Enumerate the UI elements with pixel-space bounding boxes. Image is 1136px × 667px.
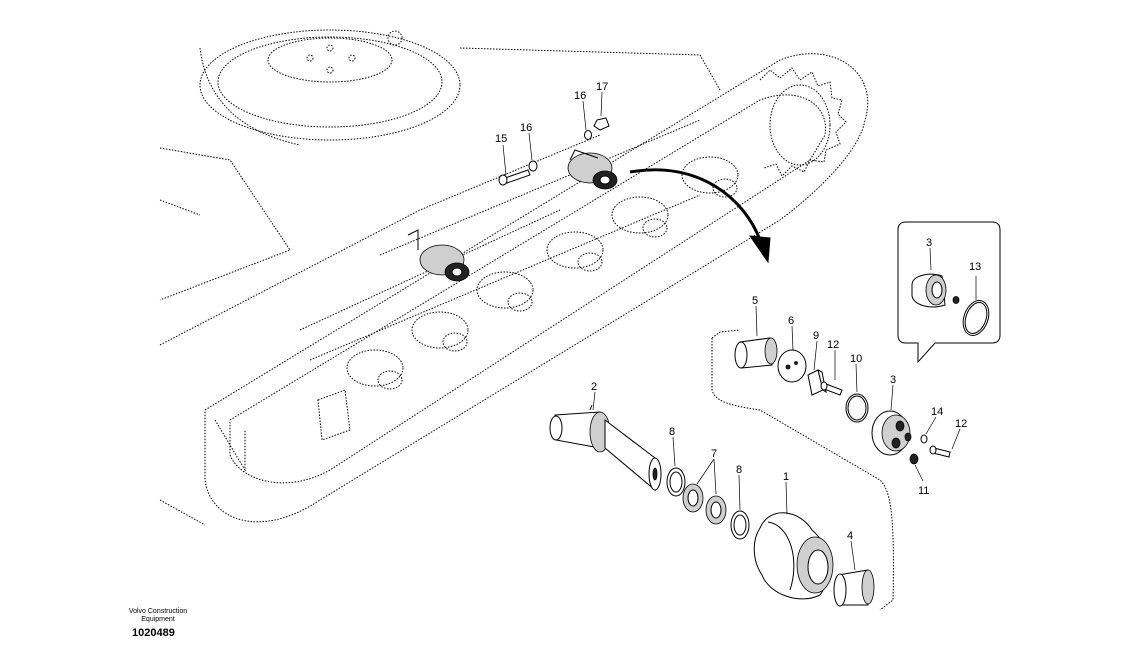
callout-8: 8 [736,464,742,476]
collar-7-a [682,483,704,513]
callout-4: 4 [847,530,853,542]
thrust-plate-part-6 [777,349,807,383]
track-roller-3 [546,231,604,272]
frame-detail [159,199,201,216]
brand-caption: Volvo Construction Equipment [118,608,198,624]
callout-2: 2 [591,381,597,393]
upper-rail [379,119,701,256]
carrier-roller-rear [407,229,470,282]
washer-part-14 [920,434,928,444]
o-ring-part-10 [845,393,869,423]
detail-end-cap-3 [911,273,947,308]
end-cap-part-3 [871,410,912,456]
seal-ring-8-a [666,467,686,497]
callout-17: 17 [596,81,608,93]
swing-ring-inner [217,36,443,128]
swing-ring-outer [199,29,461,141]
track-roller-4 [476,271,534,312]
drive-sprocket [759,67,847,177]
detail-view-box [897,221,1001,364]
hub-hole [387,30,403,46]
roller-body-part-1 [753,512,834,600]
callout-12: 12 [955,418,967,430]
idler-box [317,389,351,441]
brand-line-1: Volvo Construction [128,608,188,615]
callout-16: 16 [520,122,532,134]
subassembly-boundary [711,329,894,611]
callout-8: 8 [669,426,675,438]
drawing-number: 1020489 [132,627,175,639]
bolt-part-12-a [820,381,843,396]
collar-7-b [705,495,727,525]
mounted-rollers [317,149,739,441]
callout-5: 5 [752,295,758,307]
track-roller-6 [346,349,404,390]
carbody-top [459,47,721,91]
callout-12: 12 [827,339,839,351]
hub-bolt [326,66,334,74]
washer-16-lower [528,160,538,172]
callout-11: 11 [918,485,929,497]
hub-bolt [348,54,356,62]
callout-3: 3 [926,237,932,249]
bushing-part-5 [734,337,778,369]
track-roller-5 [411,311,469,352]
plug-part-11 [909,453,919,465]
seal-ring-8-b [730,510,750,540]
idler-bracket [214,419,246,472]
callout-3: 3 [890,374,896,386]
frame-bottom [159,499,206,526]
callout-6: 6 [788,315,794,327]
track-roller-2 [611,196,669,238]
callout-15: 15 [495,133,507,145]
leader-lines [502,91,977,571]
hub-bolt [306,54,314,62]
callout-9: 9 [813,330,819,342]
track-roller-1 [681,156,739,198]
brand-line-2: Equipment [141,616,175,623]
excavator-undercarriage [159,29,869,526]
detail-plug [952,296,960,304]
callout-14: 14 [931,406,943,418]
track-frame [229,94,827,484]
callout-16: 16 [574,90,586,102]
nut-17 [593,117,610,131]
callout-13: 13 [969,261,981,273]
carrier-roller-front [567,149,618,190]
washer-16-upper [584,130,592,140]
bolt-15 [504,169,531,184]
callout-7: 7 [711,448,717,460]
callout-1: 1 [783,471,789,483]
shaft-part-2 [549,404,662,492]
mount-hardware [498,117,610,186]
turntable-hub [267,37,393,83]
bushing-part-4 [833,569,875,607]
explode-arrow [629,168,771,264]
lower-rail [309,194,701,361]
callout-10: 10 [850,353,862,365]
ring-edge [199,47,301,146]
bolt-part-12-b [929,445,951,458]
carbody-side [159,147,291,301]
hub-bolt [326,44,334,52]
callout-labels: 15 16 16 17 2 8 7 8 1 4 5 6 9 12 10 3 14… [495,81,981,542]
detail-snap-ring-13 [962,300,990,336]
track-chain-outline [204,53,869,523]
